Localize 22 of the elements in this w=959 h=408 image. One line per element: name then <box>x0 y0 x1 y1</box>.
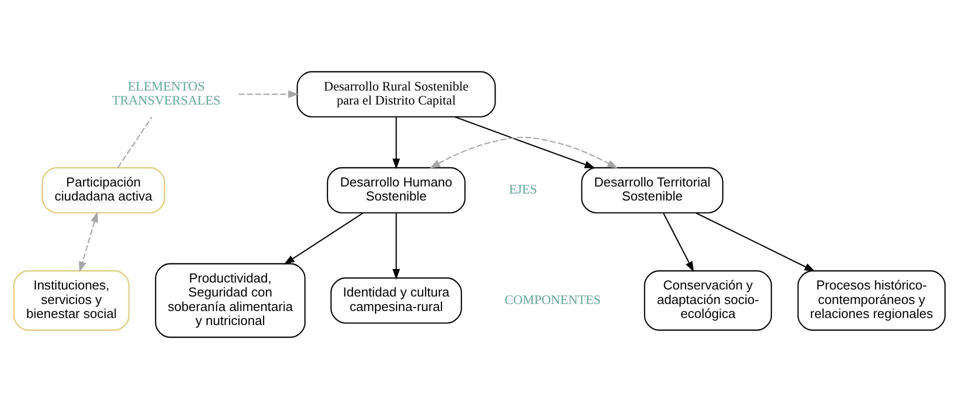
arrow <box>430 136 618 168</box>
node-box: Desarrollo Humano Sostenible <box>326 166 466 213</box>
arrow <box>78 211 98 272</box>
node-box: Participación ciudadana activa <box>42 166 166 213</box>
node-box: Desarrollo Territorial Sostenible <box>581 166 724 213</box>
arrow <box>392 116 400 169</box>
arrow <box>696 212 816 272</box>
arrow <box>663 212 694 272</box>
label: EJES <box>508 181 538 196</box>
node-text: ELEMENTOS TRANSVERSALES <box>112 78 221 108</box>
node-box: Conservación y adaptación socio-ecológica <box>644 270 772 330</box>
label: COMPONENTES <box>504 291 601 306</box>
node-box: Identidad y cultura campesina-rural <box>330 276 462 324</box>
arrow <box>392 212 400 280</box>
node-box: Desarrollo Rural Sostenible para el Distrito Capital <box>296 70 496 117</box>
arrow <box>284 212 364 264</box>
arrow <box>238 90 299 98</box>
node-box: Procesos histórico-contemporáneos y relaciones regionales <box>797 270 946 330</box>
arrow <box>454 116 596 168</box>
connector <box>117 116 152 168</box>
node-box: Productividad, Seguridad con soberanía alimentaria y nutricional <box>155 262 306 338</box>
node-box: Instituciones, servicios y bienestar social <box>13 270 130 330</box>
